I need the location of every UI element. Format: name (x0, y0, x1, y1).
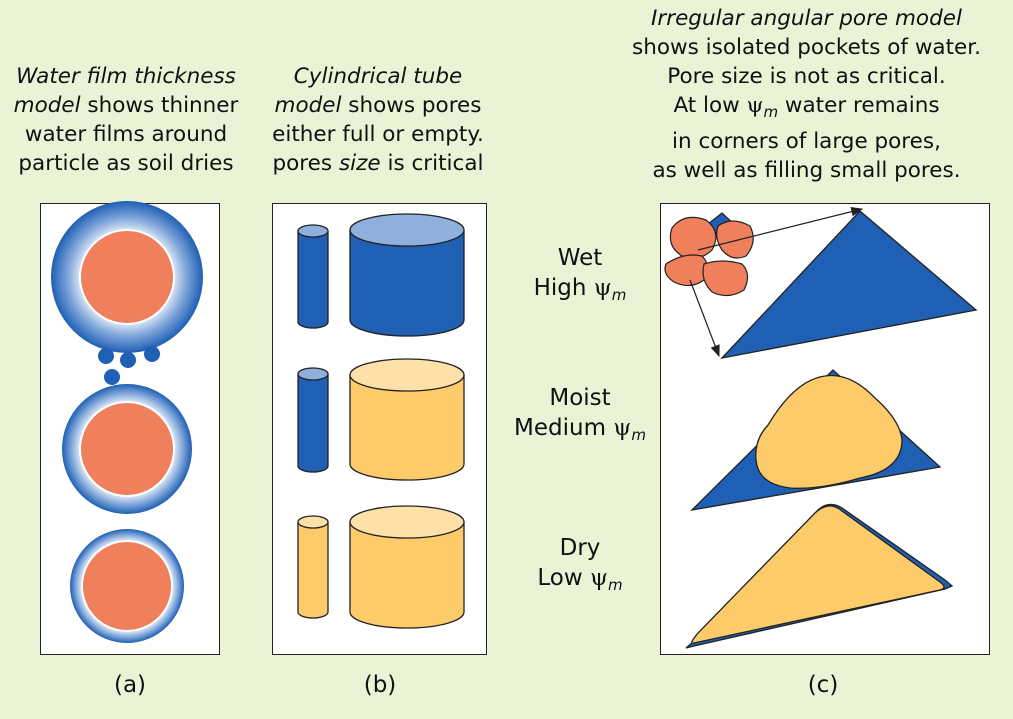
caption-c-line5: in corners of large pores, (672, 129, 941, 154)
psi-subscript: m (611, 286, 627, 304)
wet-particle (51, 201, 203, 353)
psi-symbol: ψ (613, 415, 632, 441)
caption-b: Cylindrical tube model shows pores eithe… (256, 62, 500, 178)
cluster-particle (716, 220, 754, 259)
air-bubble (755, 374, 903, 489)
state-dry-label: Dry (559, 535, 601, 561)
caption-a: Water film thickness model shows thinner… (0, 62, 252, 178)
pore-wet (720, 210, 978, 360)
water-droplet (144, 346, 160, 362)
cluster-particle (664, 254, 709, 287)
state-wet: Wet High ψm (505, 243, 655, 310)
caption-a-line2-italic: model (13, 93, 81, 118)
caption-b-line2: shows pores (341, 93, 482, 118)
caption-c: Irregular angular pore model shows isola… (600, 4, 1013, 185)
soil-particle (79, 401, 175, 497)
dry-particle (70, 529, 184, 643)
state-wet-label: Wet (557, 245, 603, 271)
soil-particle (79, 229, 175, 325)
small-tube-full (297, 230, 329, 329)
panel-label-a: (a) (113, 672, 147, 698)
zoom-arrow (697, 206, 864, 251)
state-moist: Moist Medium ψm (500, 383, 660, 450)
state-moist-level: Medium (514, 415, 614, 441)
caption-c-line1: Irregular angular pore model (651, 6, 962, 31)
tubes-moist (297, 358, 465, 481)
psi-symbol: ψ (593, 275, 612, 301)
state-dry-level: Low (537, 565, 590, 591)
caption-a-line2: shows thinner (80, 93, 239, 118)
caption-b-line1: Cylindrical tube (293, 64, 463, 89)
moist-particle (62, 384, 192, 514)
caption-b-line4-italic: size (338, 151, 381, 176)
state-moist-label: Moist (549, 385, 611, 411)
small-tube-top (297, 367, 329, 381)
soil-particle (81, 540, 173, 632)
water-droplet (104, 369, 120, 385)
psi-subscript: m (608, 576, 623, 594)
tubes-dry (297, 505, 465, 629)
large-tube-top (349, 358, 465, 392)
small-tube-top (297, 224, 329, 238)
cluster-particle (702, 260, 749, 297)
caption-c-line4-post: water remains (778, 93, 940, 118)
large-tube-top (349, 505, 465, 539)
caption-c-line2: shows isolated pockets of water. (632, 35, 981, 60)
psi-symbol: ψ (746, 93, 764, 118)
caption-a-line4: particle as soil dries (18, 151, 234, 176)
caption-b-line4-post: is critical (380, 151, 484, 176)
caption-a-line3: water films around (24, 122, 228, 147)
caption-b-line3: either full or empty. (272, 122, 484, 147)
large-tube-empty (349, 521, 465, 629)
particle-cluster (664, 212, 754, 297)
caption-a-line1: Water film thickness (16, 64, 236, 89)
panel-label-c: (c) (807, 672, 839, 698)
caption-c-line4-pre: At low (673, 93, 747, 118)
caption-c-line6: as well as filling small pores. (652, 158, 961, 183)
large-tube-top (349, 213, 465, 247)
zoom-arrow (689, 279, 720, 358)
psi-symbol: ψ (589, 565, 609, 591)
water-droplet (98, 348, 114, 364)
caption-b-line2-italic: model (274, 93, 342, 118)
large-tube-empty (349, 374, 465, 481)
state-dry: Dry Low ψm (505, 533, 655, 600)
small-tube-full (297, 373, 329, 473)
water-droplet (120, 352, 136, 368)
panel-label-b: (b) (363, 672, 397, 698)
large-tube-full (349, 229, 465, 337)
psi-subscript: m (631, 426, 646, 444)
caption-b-line4-pre: pores (272, 151, 339, 176)
small-tube-top (297, 515, 329, 529)
psi-subscript: m (763, 103, 779, 121)
cluster-particle (669, 216, 717, 259)
caption-c-line3: Pore size is not as critical. (667, 64, 946, 89)
state-wet-level: High (533, 275, 594, 301)
tubes-wet (297, 213, 465, 337)
small-tube-empty (297, 521, 329, 619)
pore-dry (691, 505, 945, 644)
